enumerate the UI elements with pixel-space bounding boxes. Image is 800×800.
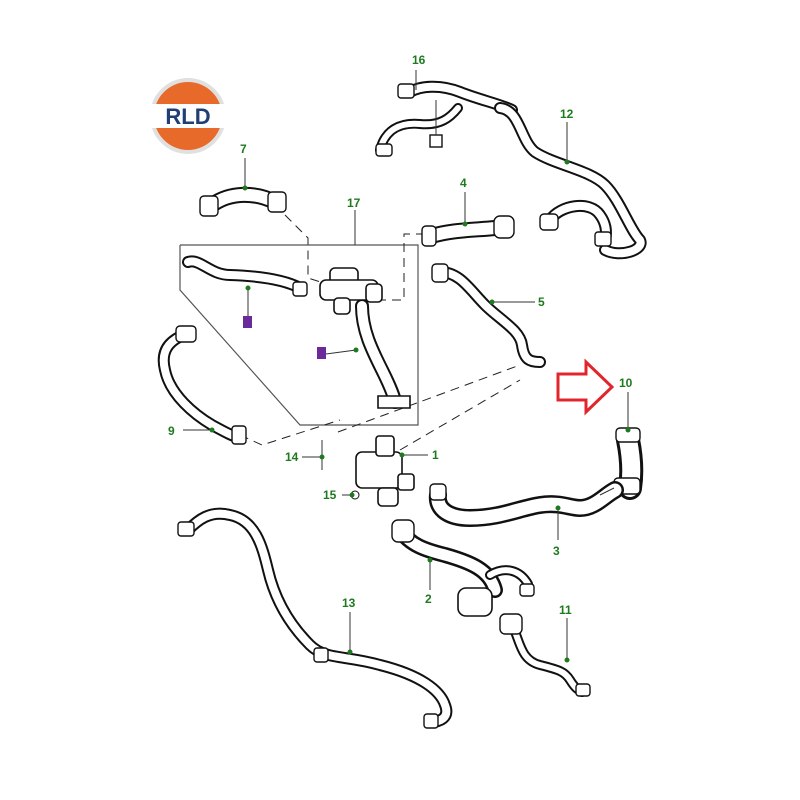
hose-3 [428, 481, 624, 527]
callout-4: 4 [460, 176, 467, 190]
callout-2: 2 [425, 592, 432, 606]
right-arrow-icon [556, 358, 615, 416]
label-dots [209, 159, 631, 663]
leader-lines [183, 122, 629, 660]
callout-14: 14 [285, 450, 299, 464]
hose-2 [391, 519, 535, 617]
hose-12 [494, 102, 647, 260]
hose-13 [177, 507, 453, 729]
relation-lines [239, 214, 521, 451]
callout-9: 9 [168, 424, 175, 438]
callout-17: 17 [347, 196, 361, 210]
callout-13: 13 [342, 596, 356, 610]
rld-logo: RLD [150, 78, 226, 154]
sub-markers [243, 316, 326, 359]
callout-16: 16 [412, 53, 426, 67]
thermostat-housing-17 [319, 267, 383, 315]
hose-4 [421, 215, 515, 247]
callout-5: 5 [538, 295, 545, 309]
hose-11 [499, 613, 591, 697]
hose-17a [182, 255, 308, 297]
pump-1 [321, 435, 415, 507]
hose-5 [431, 263, 546, 368]
callouts: 16 12 7 4 17 5 10 9 1 14 15 3 2 13 11 [168, 53, 633, 617]
callout-7: 7 [240, 142, 247, 156]
hose-7 [199, 186, 287, 217]
callout-15: 15 [323, 488, 337, 502]
callout-12: 12 [560, 107, 574, 121]
hose-9 [157, 325, 247, 445]
assembly-box-17 [179, 210, 419, 426]
logo-text: RLD [165, 104, 210, 129]
callout-3: 3 [553, 544, 560, 558]
hose-16 [375, 70, 518, 157]
hose-17b [355, 299, 411, 409]
callout-11: 11 [559, 603, 572, 617]
callout-10: 10 [619, 376, 633, 390]
callout-1: 1 [432, 448, 439, 462]
